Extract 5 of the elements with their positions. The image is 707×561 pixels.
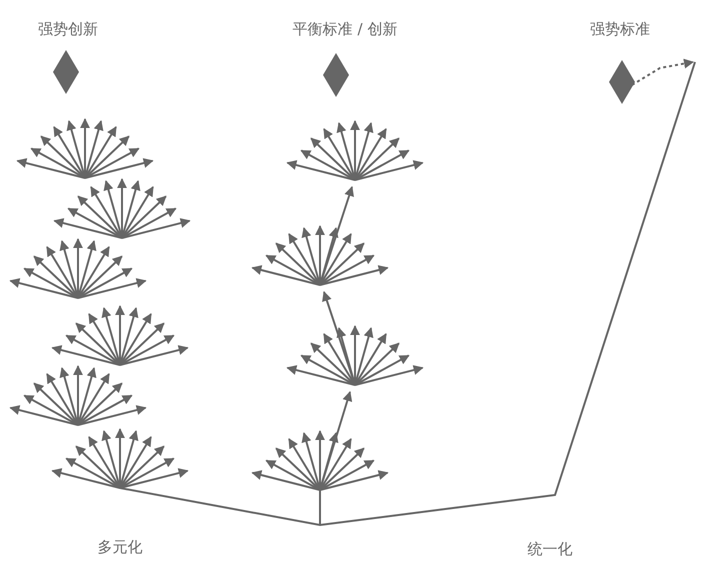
stage-label: 平衡标准 / 创新 xyxy=(292,20,398,39)
stage-label: 多元化 xyxy=(98,538,142,557)
stage-label: 强势标准 xyxy=(590,20,650,39)
stage-label: 强势创新 xyxy=(38,20,98,39)
stage-label: 统一化 xyxy=(528,540,572,559)
